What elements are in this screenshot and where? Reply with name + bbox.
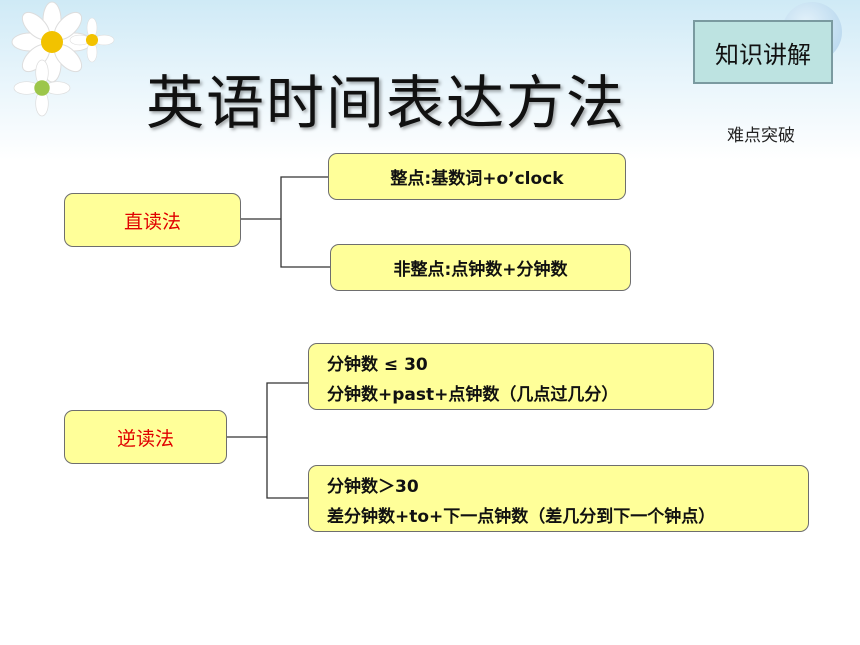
reverse-branch-past-condition: 分钟数 ≤ 30 (327, 355, 428, 375)
section-badge: 知识讲解 (693, 20, 833, 84)
page-title: 英语时间表达方法 (146, 69, 627, 137)
reverse-branch-past: 分钟数 ≤ 30 分钟数+past+点钟数（几点过几分） (308, 343, 714, 410)
daisy-flower-icon (11, 1, 115, 117)
reverse-branch-past-formula: 分钟数+past+点钟数（几点过几分） (327, 385, 619, 405)
reverse-branch-to: 分钟数＞30 差分钟数+to+下一点钟数（差几分到下一个钟点） (308, 465, 809, 532)
direct-branch-non-whole-hour: 非整点:点钟数+分钟数 (330, 244, 631, 291)
direct-branch-whole-hour: 整点:基数词+o’clock (328, 153, 626, 200)
section-subtitle: 难点突破 (727, 126, 795, 146)
direct-reading-node: 直读法 (64, 193, 241, 247)
reverse-branch-to-formula: 差分钟数+to+下一点钟数（差几分到下一个钟点） (327, 507, 716, 527)
reverse-branch-to-condition: 分钟数＞30 (327, 477, 419, 497)
reverse-reading-node: 逆读法 (64, 410, 227, 464)
